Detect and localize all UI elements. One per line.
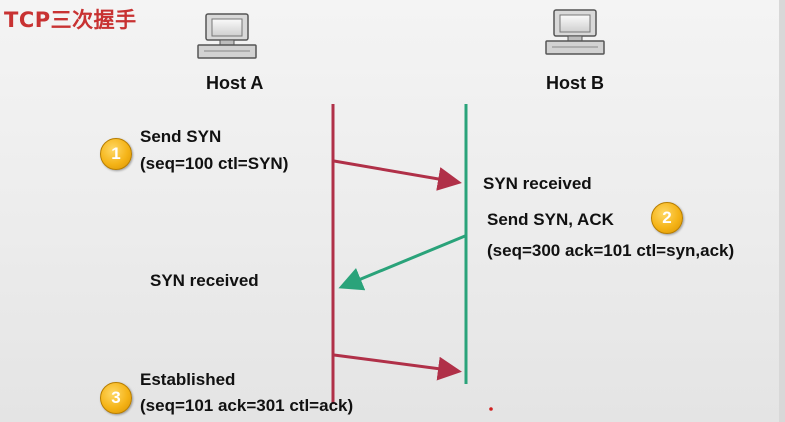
step-2-detail: (seq=300 ack=101 ctl=syn,ack) (487, 241, 735, 260)
host-a-label: Host A (206, 73, 264, 93)
ack-arrow (333, 353, 462, 381)
host-b-syn-received: SYN received (483, 174, 592, 193)
red-dot (489, 407, 493, 411)
step-3-title: Established (140, 370, 236, 389)
computer-icon-host-b (545, 9, 605, 55)
slide-title: TCP三次握手 (4, 8, 137, 32)
step-2-title: Send SYN, ACK (487, 210, 614, 229)
step-1-title: Send SYN (140, 127, 222, 146)
host-a-syn-received: SYN received (150, 271, 259, 290)
step-2-badge: 2 (651, 202, 683, 234)
step-3-detail: (seq=101 ack=301 ctl=ack) (140, 396, 354, 415)
computer-icon-host-a (197, 13, 257, 59)
right-edge-strip (779, 0, 785, 422)
syn-ack-arrow (338, 234, 466, 291)
step-1-badge: 1 (100, 138, 132, 170)
host-b-label: Host B (546, 73, 604, 93)
step-3-badge: 3 (100, 382, 132, 414)
step-1-detail: (seq=100 ctl=SYN) (140, 154, 289, 173)
syn-arrow (333, 159, 462, 191)
